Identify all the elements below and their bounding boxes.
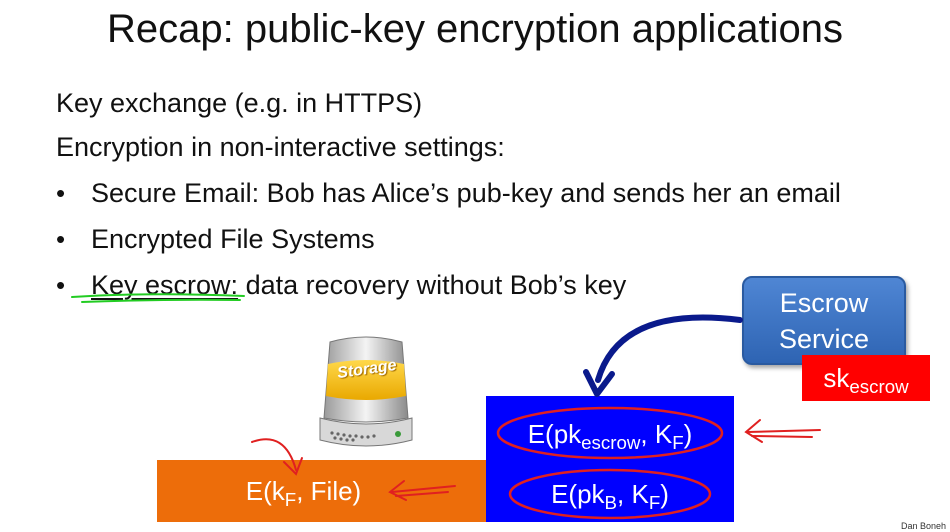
cipher-prefix: E(k (245, 476, 285, 506)
cipher-suffix: ) (683, 419, 693, 449)
bob-key-ciphertext: E(pkB, KF) (486, 470, 734, 518)
cipher-mid: , K (617, 479, 649, 509)
bullet-symbol: • (56, 270, 66, 300)
bullet-symbol: • (56, 178, 66, 208)
cipher-sub-escrow: escrow (581, 431, 641, 453)
cipher-sub-f: F (284, 488, 297, 510)
escrow-key-ciphertext: E(pkescrow, KF) (486, 410, 734, 458)
cipher-prefix: E(pk (551, 479, 605, 509)
key-escrow-description: data recovery without Bob’s key (238, 270, 627, 300)
curved-arrow-icon (595, 314, 743, 383)
bullet-encrypted-fs: Encrypted File Systems (91, 224, 375, 254)
secret-key-escrow: skescrow (802, 355, 930, 401)
bullet-key-escrow: Key escrow: data recovery without Bob’s … (91, 268, 626, 302)
escrow-service-line1: Escrow (779, 287, 869, 318)
secret-key-sub: escrow (849, 375, 909, 397)
key-escrow-term: Key escrow: (91, 270, 239, 300)
bullet-symbol: • (56, 224, 66, 254)
cipher-sub-b: B (604, 491, 618, 513)
bullet-secure-email: Secure Email: Bob has Alice’s pub-key an… (91, 178, 841, 208)
cipher-prefix: E(pk (527, 419, 582, 449)
file-encryption-block: E(kF, File) (157, 460, 486, 522)
cipher-suffix: , File) (296, 476, 362, 506)
cipher-suffix: ) (660, 479, 669, 509)
key-exchange-line: Key exchange (e.g. in HTTPS) (56, 88, 423, 118)
escrow-service-line2: Service (778, 323, 870, 354)
slide-title: Recap: public-key encryption application… (107, 7, 843, 51)
encryption-line: Encryption in non-interactive settings: (56, 132, 505, 162)
author-credit: Dan Boneh (900, 521, 946, 531)
file-ciphertext: E(kF, File) (245, 476, 362, 509)
cipher-sub-f: F (672, 431, 684, 453)
secret-key-main: sk (823, 363, 850, 393)
cipher-mid: , K (640, 419, 673, 449)
storage-drive-icon (319, 336, 413, 447)
hand-drawn-arrow-icon (744, 419, 821, 443)
cipher-sub-f: F (648, 491, 661, 513)
escrow-service-box: Escrow Service (742, 276, 906, 365)
